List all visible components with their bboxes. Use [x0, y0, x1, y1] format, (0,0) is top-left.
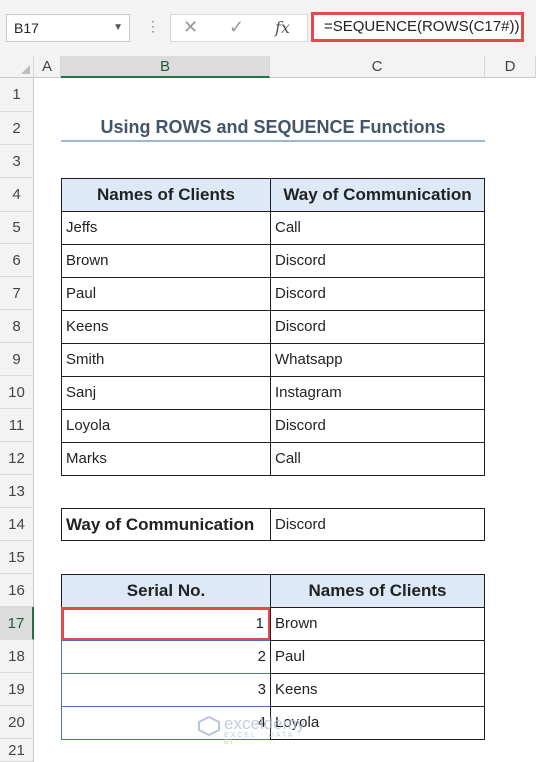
table1-cell[interactable]: Discord	[270, 310, 485, 344]
table1-cell[interactable]: Call	[270, 211, 485, 245]
exceldemy-logo-icon	[198, 716, 220, 736]
formula-input[interactable]: =SEQUENCE(ROWS(C17#))	[311, 12, 524, 42]
table1-cell[interactable]: Discord	[270, 244, 485, 278]
row-header[interactable]: 3	[0, 145, 34, 178]
row-header[interactable]: 9	[0, 343, 34, 376]
row-header[interactable]: 16	[0, 574, 34, 607]
table1-cell[interactable]: Loyola	[61, 409, 271, 443]
row-header[interactable]: 7	[0, 277, 34, 310]
table1-cell[interactable]: Paul	[61, 277, 271, 311]
table1-cell[interactable]: Smith	[61, 343, 271, 377]
table1-header-names[interactable]: Names of Clients	[61, 178, 271, 212]
row-header[interactable]: 19	[0, 673, 34, 706]
row-header[interactable]: 5	[0, 212, 34, 244]
criteria-value[interactable]: Discord	[270, 508, 485, 541]
enter-icon[interactable]: ✓	[229, 17, 245, 37]
sheet-title: Using ROWS and SEQUENCE Functions	[61, 112, 485, 142]
cancel-icon[interactable]: ✕	[183, 17, 199, 37]
row-header[interactable]: 13	[0, 475, 34, 508]
table1-cell[interactable]: Keens	[61, 310, 271, 344]
table1-cell[interactable]: Marks	[61, 442, 271, 476]
serial-cell[interactable]: 4	[61, 706, 271, 740]
table2-header-names[interactable]: Names of Clients	[270, 574, 485, 608]
more-options-icon[interactable]: ⋮	[146, 18, 161, 34]
criteria-label[interactable]: Way of Communication	[61, 508, 271, 541]
formula-buttons: ✕ ✓ fx	[170, 14, 308, 42]
table2-name-cell[interactable]: Keens	[270, 673, 485, 707]
column-header-c[interactable]: C	[270, 56, 485, 78]
column-header-d[interactable]: D	[485, 56, 536, 78]
row-header[interactable]: 14	[0, 508, 34, 541]
row-header[interactable]: 18	[0, 640, 34, 673]
active-cell-b17[interactable]: 1	[61, 607, 271, 641]
table1-cell[interactable]: Brown	[61, 244, 271, 278]
table1-cell[interactable]: Call	[270, 442, 485, 476]
table1-cell[interactable]: Discord	[270, 409, 485, 443]
table1-cell[interactable]: Sanj	[61, 376, 271, 410]
row-header[interactable]: 6	[0, 244, 34, 277]
row-header[interactable]: 17	[0, 607, 34, 640]
name-box[interactable]: B17 ▼	[6, 14, 130, 42]
table1-header-way[interactable]: Way of Communication	[270, 178, 485, 212]
table2-name-cell[interactable]: Loyola	[270, 706, 485, 740]
row-header[interactable]: 12	[0, 442, 34, 475]
serial-cell[interactable]: 3	[61, 673, 271, 707]
chevron-down-icon[interactable]: ▼	[113, 22, 123, 33]
row-header[interactable]: 15	[0, 541, 34, 574]
watermark-name: exceldemy	[224, 714, 306, 733]
table1-cell[interactable]: Discord	[270, 277, 485, 311]
table2-header-serial[interactable]: Serial No.	[61, 574, 271, 608]
insert-function-icon[interactable]: fx	[275, 18, 290, 37]
row-header[interactable]: 10	[0, 376, 34, 409]
row-header[interactable]: 1	[0, 78, 34, 112]
table1-cell[interactable]: Whatsapp	[270, 343, 485, 377]
row-header[interactable]: 11	[0, 409, 34, 442]
column-header-b[interactable]: B	[61, 56, 270, 78]
column-header-a[interactable]: A	[34, 56, 61, 78]
name-box-value: B17	[14, 20, 39, 36]
table2-name-cell[interactable]: Paul	[270, 640, 485, 674]
table1-cell[interactable]: Jeffs	[61, 211, 271, 245]
watermark: exceldemy EXCEL · DATA · BI	[224, 714, 306, 746]
table2-name-cell[interactable]: Brown	[270, 607, 485, 641]
row-header[interactable]: 4	[0, 178, 34, 212]
serial-cell[interactable]: 2	[61, 640, 271, 674]
select-all-corner[interactable]	[0, 56, 34, 78]
row-header[interactable]: 21	[0, 739, 34, 762]
row-header[interactable]: 8	[0, 310, 34, 343]
table1-cell[interactable]: Instagram	[270, 376, 485, 410]
watermark-tagline: EXCEL · DATA · BI	[224, 732, 303, 746]
row-header[interactable]: 20	[0, 706, 34, 739]
row-header[interactable]: 2	[0, 112, 34, 145]
